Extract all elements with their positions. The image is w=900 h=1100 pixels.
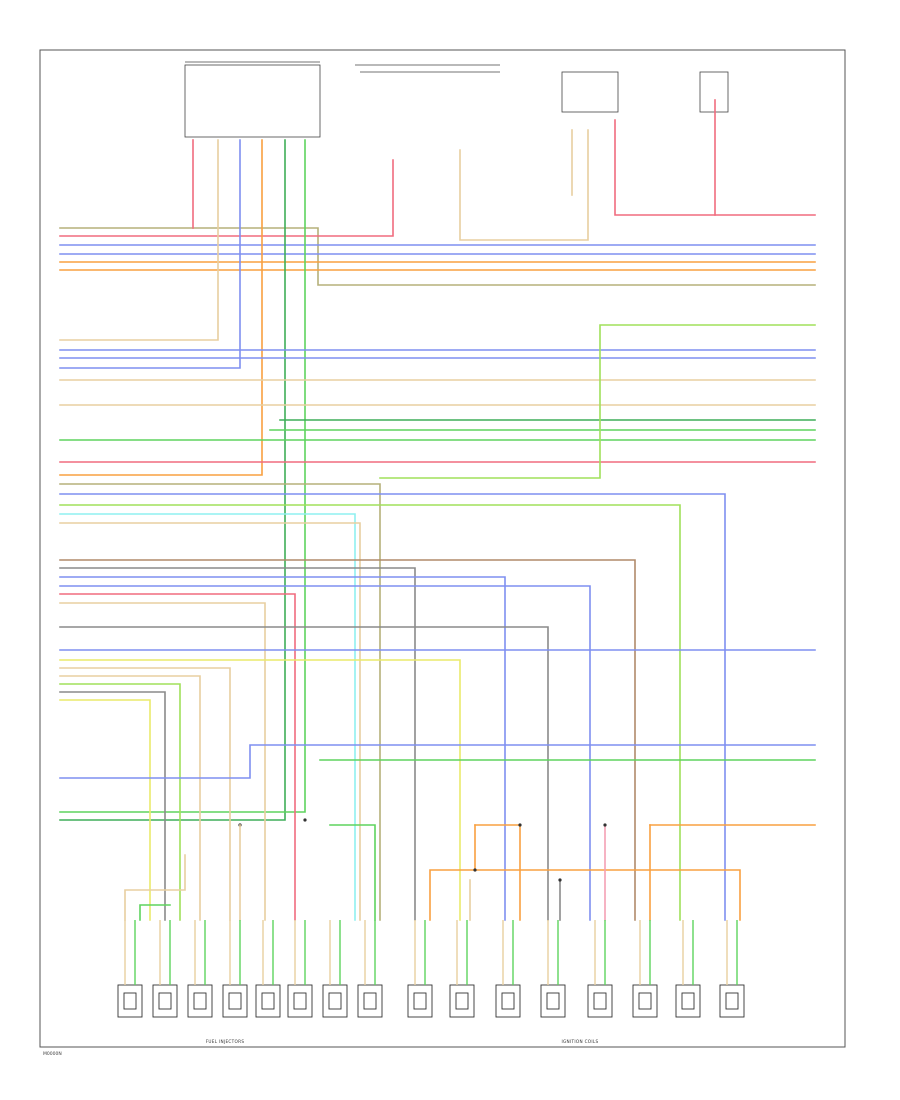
components bbox=[117, 920, 745, 1018]
wires bbox=[59, 99, 816, 921]
wire-36 bbox=[59, 626, 549, 921]
component-inner bbox=[261, 992, 275, 1010]
wire-28 bbox=[59, 513, 356, 921]
wire-56 bbox=[139, 904, 171, 921]
splice-point bbox=[473, 868, 477, 872]
wire-41 bbox=[59, 683, 181, 921]
component-inner bbox=[681, 992, 695, 1010]
component-inner bbox=[455, 992, 469, 1010]
component-inner bbox=[293, 992, 307, 1010]
wire-34 bbox=[59, 593, 296, 921]
wire-12 bbox=[459, 129, 589, 241]
component-inner bbox=[328, 992, 342, 1010]
wire-29 bbox=[59, 522, 361, 921]
wire-35 bbox=[59, 602, 266, 921]
component-inner bbox=[501, 992, 515, 1010]
wire-48 bbox=[474, 869, 741, 921]
component-inner bbox=[546, 992, 560, 1010]
wire-25 bbox=[379, 324, 816, 479]
section-label-fuel-injectors: FUEL INJECTORS bbox=[206, 1039, 245, 1044]
wire-1 bbox=[59, 159, 394, 237]
wire-39 bbox=[59, 667, 231, 921]
component-inner bbox=[593, 992, 607, 1010]
wire-42 bbox=[59, 691, 166, 921]
splice-point bbox=[558, 878, 562, 882]
wire-43 bbox=[59, 699, 151, 921]
top-modules bbox=[184, 61, 729, 138]
fuse-box bbox=[699, 71, 729, 113]
powertrain-module-box bbox=[184, 64, 321, 138]
wire-10 bbox=[59, 139, 286, 821]
component-inner bbox=[228, 992, 242, 1010]
splice-point bbox=[303, 818, 307, 822]
wire-27 bbox=[59, 504, 681, 921]
wire-11 bbox=[59, 139, 306, 813]
splice-point bbox=[603, 823, 607, 827]
fuel-injector-7 bbox=[322, 984, 348, 1018]
relay-box bbox=[561, 71, 619, 113]
wire-38 bbox=[59, 659, 461, 921]
component-inner bbox=[123, 992, 137, 1010]
section-label-ignition-coils: IGNITION COILS bbox=[561, 1039, 598, 1044]
component-inner bbox=[193, 992, 207, 1010]
diagram-code: M0000N bbox=[43, 1051, 62, 1057]
wire-32 bbox=[59, 576, 506, 921]
wire-30 bbox=[59, 559, 636, 921]
wire-26 bbox=[59, 493, 726, 921]
wire-44 bbox=[59, 744, 816, 779]
wire-40 bbox=[59, 675, 201, 921]
splice-point bbox=[518, 823, 522, 827]
wire-9 bbox=[59, 139, 263, 476]
wire-31 bbox=[59, 567, 416, 921]
wire-55 bbox=[124, 854, 186, 921]
component-inner bbox=[158, 992, 172, 1010]
wire-24 bbox=[59, 483, 381, 921]
component-inner bbox=[725, 992, 739, 1010]
wire-46 bbox=[329, 824, 376, 921]
wire-0 bbox=[59, 227, 816, 286]
component-inner bbox=[638, 992, 652, 1010]
diagram-frame bbox=[39, 49, 846, 1048]
wire-47 bbox=[429, 824, 476, 921]
wire-14 bbox=[614, 119, 816, 216]
wire-33 bbox=[59, 585, 591, 921]
wire-7 bbox=[59, 139, 219, 341]
component-inner bbox=[413, 992, 427, 1010]
component-inner bbox=[363, 992, 377, 1010]
wire-49 bbox=[474, 824, 521, 921]
wire-8 bbox=[59, 139, 241, 369]
